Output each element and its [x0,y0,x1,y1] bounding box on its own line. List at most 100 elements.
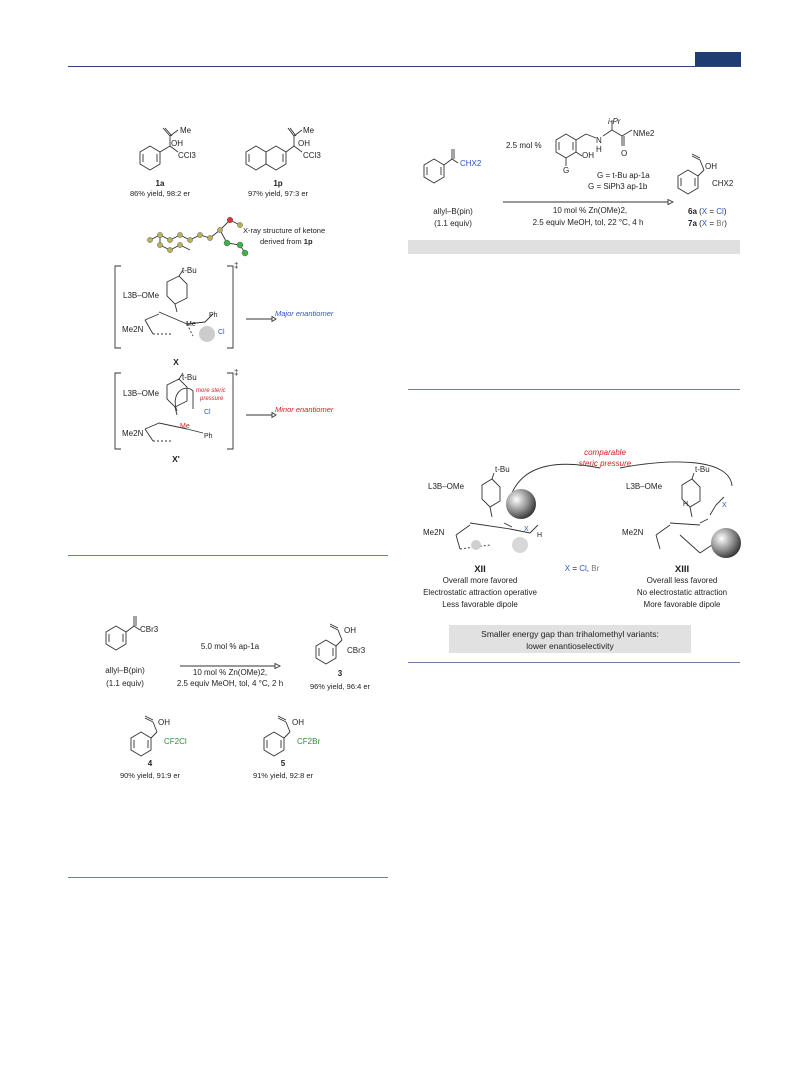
1a-me: Me [180,126,192,135]
product-chx2: CHX2 [712,179,734,188]
ketone-cbr3: CBr3 [140,625,159,634]
scheme1-footer-bar [408,240,740,254]
ts-x-cl: Cl [218,329,225,336]
cat-o: O [621,149,628,158]
left-divider-1 [68,555,388,556]
ts-x-me2n: Me2N [122,325,144,334]
ts-xprime-dagger: ‡ [234,368,239,377]
scheme2-arrow [180,657,282,675]
product-4-structure [125,712,185,767]
ts-xprime-arrow [246,406,277,424]
p4-label: 4 [147,759,153,768]
ts-x-dagger: ‡ [234,261,239,270]
ts-xprime-outcome: Minor enantiomer [275,405,334,414]
model-xiii-structure [620,465,750,570]
ts-xprime-me: Me [180,423,190,430]
ts-x-outcome: Major enantiomer [275,309,334,318]
p4-result: 90% yield, 91:9 er [119,771,181,780]
summary-box: Smaller energy gap than trihalomethyl va… [449,625,691,653]
catalyst-loading: 2.5 mol % [506,141,542,150]
scheme1-reagent: allyl–B(pin) [433,207,473,216]
right-divider-1 [408,389,740,390]
ts-x-l3b: L3B–OMe [123,291,160,300]
ts-x-tbu: t-Bu [182,266,197,275]
cat-n: N [596,136,602,145]
ts-xprime-ph: Ph [204,433,213,440]
aminophenol-catalyst-structure [548,112,678,187]
product-6a-structure [672,150,732,205]
xii-me2n: Me2N [423,528,445,537]
ts-xprime-tbu: t-Bu [182,373,197,382]
p5-label: 5 [280,759,286,768]
scheme1-arrow [503,193,675,211]
scheme2-catalyst: 5.0 mol % ap-1a [200,642,260,651]
scheme2-cond2: 2.5 equiv MeOH, tol, 4 °C, 2 h [176,679,284,688]
ts-xprime-label: X' [172,454,180,464]
ts-x-brackets [114,264,235,359]
p5-result: 91% yield, 92:8 er [252,771,314,780]
p5-cf2br: CF2Br [297,737,321,746]
xiii-x: X [722,502,727,509]
scheme1-cond1: 10 mol % Zn(OMe)2, [552,206,628,215]
x-definition: X = Cl, Br [564,564,600,573]
xii-line-1: Overall more favored [442,576,518,585]
product-7a: 7a (X = Br) [688,219,727,228]
ketone-chx2: CHX2 [460,159,482,168]
cat-h: H [596,145,602,154]
xii-line-3: Less favorable dipole [442,600,518,609]
dihaloketone-structure [418,145,478,195]
scheme1-cond2: 2.5 equiv MeOH, tol, 22 °C, 4 h [532,218,644,227]
1a-result: 86% yield, 98:2 er [129,189,191,198]
catalyst-def-1: G = t-Bu ap-1a [597,171,650,180]
header-tab [695,52,741,66]
ts-x-me: Me [186,321,196,328]
xiii-line-2: No electrostatic attraction [636,588,728,597]
ts-xprime-cl: Cl [204,409,211,416]
xiii-line-3: More favorable dipole [643,600,721,609]
p3-oh: OH [344,626,356,635]
1a-oh: OH [171,139,183,148]
xii-tbu: t-Bu [495,465,510,474]
left-divider-2 [68,877,388,878]
cat-nme2: NMe2 [633,129,655,138]
scheme2-cond1: 10 mol % Zn(OMe)2, [192,668,268,677]
structure-1p [240,118,320,183]
1a-label: 1a [155,179,165,188]
ts-xprime-steric-1: more steric [196,388,226,394]
structure-1a [130,118,200,183]
1p-oh: OH [298,139,310,148]
xii-x: X [524,526,529,533]
xii-label: XII [474,564,486,575]
xii-l3b: L3B–OMe [428,482,465,491]
ts-xprime-l3b: L3B–OMe [123,389,160,398]
steric-pressure-curve [500,448,740,513]
xray-caption-2: derived from 1p [260,237,313,246]
model-xii-structure [420,465,560,570]
p3-result: 96% yield, 96:4 er [309,682,371,691]
scheme2-reagent: allyl–B(pin) [105,666,145,675]
xray-caption-1: X-ray structure of ketone [243,226,326,235]
catalyst-def-2: G = SiPh3 ap-1b [588,182,648,191]
ts-x-ph: Ph [209,312,218,319]
xiii-tbu: t-Bu [695,465,710,474]
product-3-structure [310,620,370,675]
product-6a: 6a (X = Cl) [688,207,727,216]
scheme1-equiv: (1.1 equiv) [434,219,472,228]
1p-label: 1p [273,179,283,188]
xiii-label: XIII [674,564,690,575]
xray-structure [145,205,265,265]
ts-xprime-steric-2: pressure [200,396,224,402]
ts-x-arrow [246,310,277,328]
1p-cx3: CCl3 [303,151,321,160]
xiii-me2n: Me2N [622,528,644,537]
1p-result: 97% yield, 97:3 er [247,189,309,198]
p3-cbr3: CBr3 [347,646,366,655]
sphere-xiii [710,527,742,564]
summary-line-1: Smaller energy gap than trihalomethyl va… [481,629,659,639]
comparable-1: comparable [584,448,626,457]
p5-oh: OH [292,718,304,727]
ts-x-label: X [173,357,179,367]
product-5-structure [258,712,318,767]
ts-xprime-brackets [114,371,235,458]
scheme2-equiv: (1.1 equiv) [106,679,144,688]
